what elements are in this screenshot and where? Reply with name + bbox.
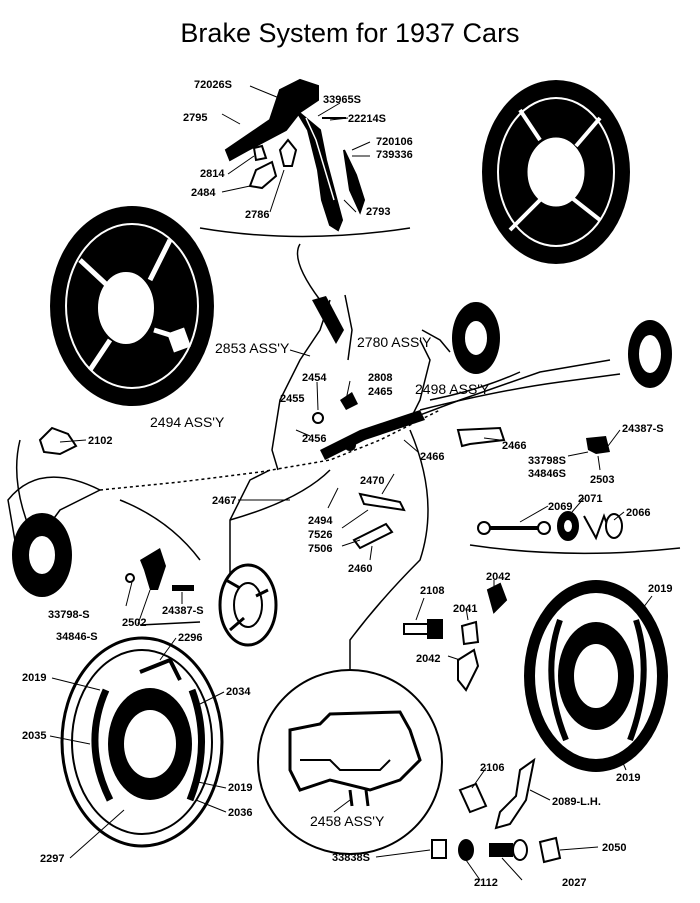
label-2027: 2027: [562, 877, 586, 889]
label-2034: 2034: [226, 686, 251, 698]
label-2853: 2853 ASS'Y: [215, 340, 290, 356]
label-33798s-left: 33798-S: [48, 609, 90, 621]
center-cross-shaft: [312, 296, 425, 460]
label-72026s: 72026S: [194, 79, 232, 91]
part-2502: [140, 548, 166, 590]
brake-assembly-left-large: [60, 636, 224, 848]
brake-assembly-right-large: [524, 580, 668, 772]
label-2456: 2456: [302, 433, 326, 445]
label-34846s-right: 34846S: [528, 468, 566, 480]
leader-lines: [49, 85, 653, 881]
brake-drum-left-small: [12, 513, 72, 597]
label-2089: 2089-L.H.: [552, 796, 601, 808]
label-7526: 7526: [308, 529, 332, 541]
label-2470: 2470: [360, 475, 384, 487]
label-2502: 2502: [122, 617, 146, 629]
label-24387s-right: 24387-S: [622, 423, 664, 435]
label-2466-b: 2466: [420, 451, 444, 463]
inset-circle-2458: [257, 669, 443, 855]
label-2066: 2066: [626, 507, 650, 519]
brake-drum-center-small: [218, 563, 278, 647]
label-2498: 2498 ASS'Y: [415, 381, 490, 397]
backing-plate-center-small: [452, 302, 500, 374]
label-2297: 2297: [40, 853, 64, 865]
brake-linkage-cables: [7, 294, 681, 690]
label-2466-a: 2466: [502, 440, 526, 452]
bracket-2102-part: [38, 426, 78, 456]
label-2808: 2808: [368, 372, 392, 384]
label-2019-right-top: 2019: [648, 583, 672, 595]
label-2494-top: 2494 ASS'Y: [150, 414, 225, 430]
label-2795: 2795: [183, 112, 207, 124]
backing-plate-top-right: [482, 80, 630, 264]
label-2465: 2465: [368, 386, 392, 398]
diagram-title: Brake System for 1937 Cars: [180, 18, 520, 48]
label-2108: 2108: [420, 585, 444, 597]
bracket-2466-part: [456, 426, 506, 448]
label-24387s-left: 24387-S: [162, 605, 204, 617]
label-739336: 739336: [376, 149, 413, 161]
hardware-row: [431, 836, 562, 864]
label-33798s-right: 33798S: [528, 455, 566, 467]
label-2494-b: 2494: [308, 515, 333, 527]
label-2071: 2071: [578, 493, 602, 505]
backing-plate-left-large: [50, 206, 214, 406]
label-34846s-left: 34846-S: [56, 631, 98, 643]
label-720106: 720106: [376, 136, 413, 148]
label-2786: 2786: [245, 209, 269, 221]
lever-2460: [352, 522, 394, 550]
label-2296: 2296: [178, 632, 202, 644]
label-2019-left-bottom: 2019: [228, 782, 252, 794]
label-2503: 2503: [590, 474, 614, 486]
label-2460: 2460: [348, 563, 372, 575]
label-2455: 2455: [280, 393, 304, 405]
label-2042-a: 2042: [486, 571, 510, 583]
pedal-group-bracket: [199, 227, 411, 238]
label-2467: 2467: [212, 495, 236, 507]
label-2780: 2780 ASS'Y: [357, 334, 432, 350]
label-2793: 2793: [366, 206, 390, 218]
label-2484: 2484: [191, 187, 216, 199]
label-2069: 2069: [548, 501, 572, 513]
label-2035: 2035: [22, 730, 46, 742]
bolt-24387-left: [172, 585, 194, 591]
label-2019-right-bottom: 2019: [616, 772, 640, 784]
part-2503: [586, 436, 610, 454]
brake-drum-right-small: [628, 320, 672, 388]
label-2042-b: 2042: [416, 653, 440, 665]
adjuster-parts: [458, 757, 536, 830]
label-2019-left-top: 2019: [22, 672, 46, 684]
bleeder-parts: [403, 582, 508, 692]
label-2458: 2458 ASS'Y: [310, 813, 385, 829]
label-2106: 2106: [480, 762, 504, 774]
label-7506: 7506: [308, 543, 332, 555]
lever-2470: [358, 492, 406, 512]
label-2112: 2112: [474, 877, 498, 889]
pedal-assembly-exploded: [224, 78, 366, 232]
washer-33798-left: [125, 573, 135, 583]
label-22214s: 22214S: [348, 113, 386, 125]
label-33965s: 33965S: [323, 94, 361, 106]
label-2102: 2102: [88, 435, 112, 447]
part-labels: 72026S 2795 33965S 22214S 720106 739336 …: [22, 79, 672, 889]
wheel-cylinder-parts: [477, 511, 623, 541]
label-2814: 2814: [200, 168, 225, 180]
label-2050: 2050: [602, 842, 626, 854]
label-2036: 2036: [228, 807, 252, 819]
label-2041: 2041: [453, 603, 477, 615]
label-33838s: 33838S: [332, 852, 370, 864]
label-2454: 2454: [302, 372, 327, 384]
